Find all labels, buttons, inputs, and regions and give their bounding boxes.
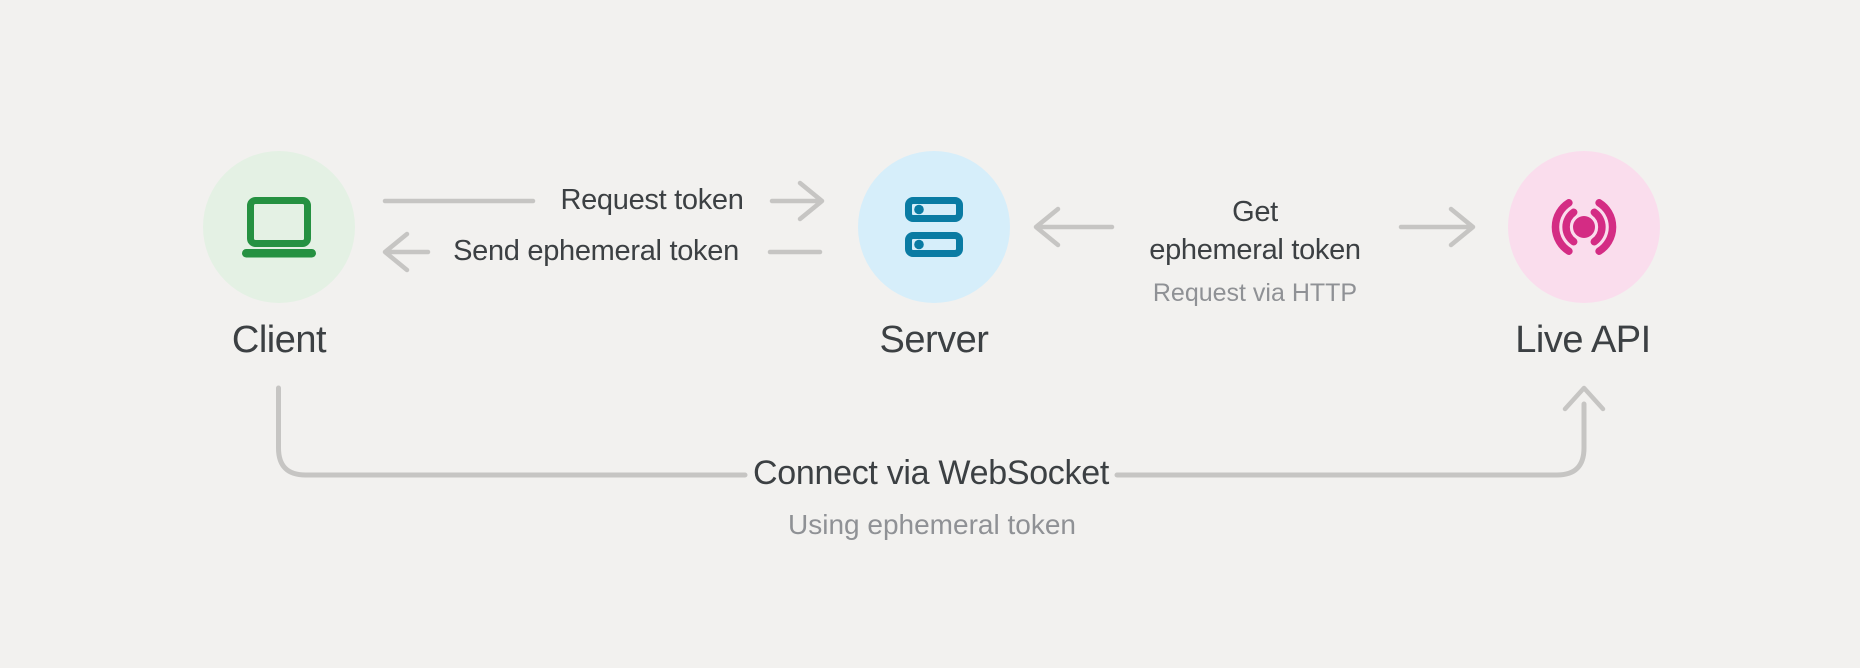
live-broadcast-icon bbox=[1551, 199, 1617, 255]
websocket-curve-left bbox=[276, 385, 748, 478]
get-ephemeral-token-line1: Get bbox=[1232, 196, 1278, 228]
live-api-node bbox=[1508, 151, 1660, 303]
get-token-right-arrow bbox=[1398, 206, 1476, 248]
server-node bbox=[858, 151, 1010, 303]
request-via-http-sublabel: Request via HTTP bbox=[1152, 279, 1358, 307]
live-api-label: Live API bbox=[1515, 319, 1651, 361]
request-token-arrow bbox=[769, 180, 825, 222]
client-node bbox=[203, 151, 355, 303]
get-token-left-arrow bbox=[1033, 206, 1115, 248]
get-ephemeral-token-line2: ephemeral token bbox=[1149, 234, 1361, 266]
server-label: Server bbox=[879, 319, 989, 361]
get-ephemeral-token-label: Get ephemeral token bbox=[1149, 193, 1361, 269]
server-stack-icon bbox=[905, 197, 963, 257]
client-label: Client bbox=[231, 319, 327, 361]
using-ephemeral-token-sublabel: Using ephemeral token bbox=[788, 509, 1076, 540]
websocket-curve-right bbox=[1114, 401, 1587, 478]
send-ephemeral-token-label: Send ephemeral token bbox=[453, 235, 739, 267]
connect-websocket-label: Connect via WebSocket bbox=[753, 454, 1109, 492]
request-token-label: Request token bbox=[560, 184, 744, 216]
send-token-arrow bbox=[382, 231, 431, 273]
laptop-icon bbox=[242, 196, 316, 257]
websocket-arrowhead bbox=[1562, 385, 1606, 412]
